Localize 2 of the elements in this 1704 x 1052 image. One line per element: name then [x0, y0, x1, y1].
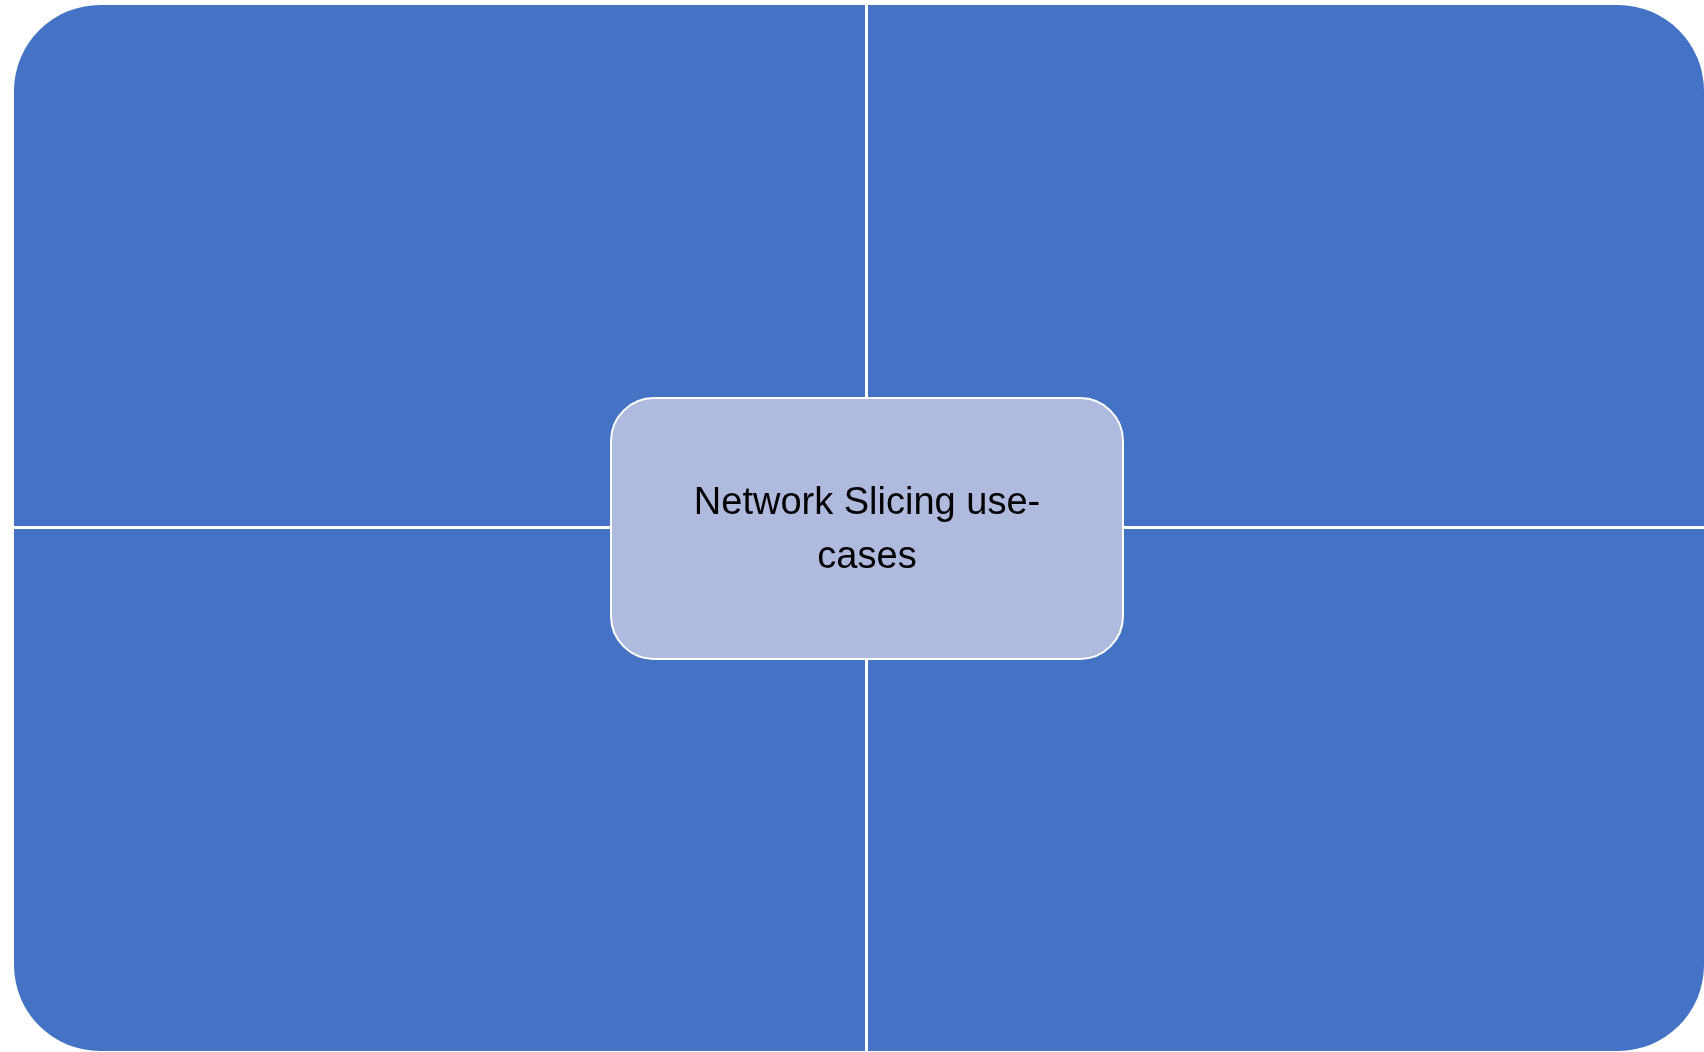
- center-title: Network Slicing use-cases: [692, 479, 1042, 578]
- center-box: [610, 397, 1124, 660]
